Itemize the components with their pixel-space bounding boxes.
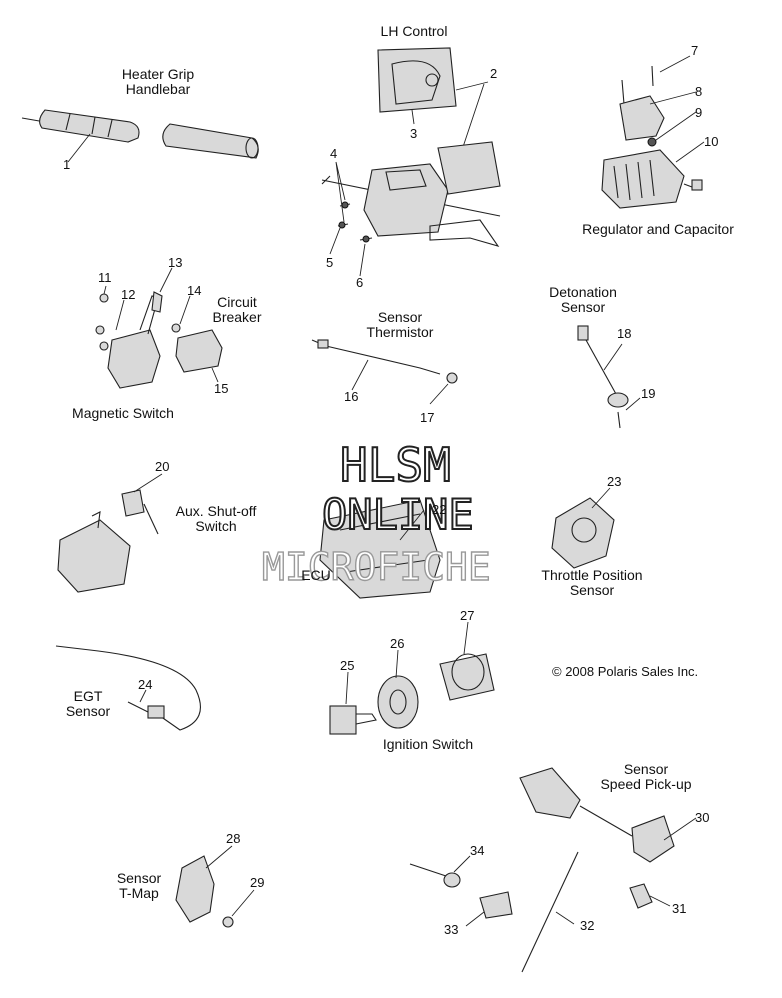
tmap-drawing xyxy=(175,845,255,928)
callout-11: 11 xyxy=(98,270,112,285)
heater-grip-drawing xyxy=(21,109,259,163)
label-regulator: Regulator and Capacitor xyxy=(582,221,734,237)
regulator-drawing xyxy=(601,55,705,209)
label-heater-grip: Heater Grip Handlebar xyxy=(121,66,195,97)
callout-24: 24 xyxy=(138,677,153,692)
callout-8: 8 xyxy=(695,84,703,99)
label-tmap-sensor: Sensor T-Map xyxy=(116,870,162,901)
callout-19: 19 xyxy=(641,386,656,401)
callout-33: 33 xyxy=(444,922,459,937)
label-magnetic-switch: Magnetic Switch xyxy=(72,405,174,421)
callout-9: 9 xyxy=(695,105,703,120)
label-ecu: ECU xyxy=(301,567,331,583)
label-ignition-switch: Ignition Switch xyxy=(382,736,474,752)
callout-31: 31 xyxy=(672,901,687,916)
callout-16: 16 xyxy=(344,389,359,404)
callout-7: 7 xyxy=(691,43,699,58)
callout-2: 2 xyxy=(490,66,498,81)
callout-18: 18 xyxy=(617,326,632,341)
callout-14: 14 xyxy=(187,283,202,298)
speed-pickup-drawing xyxy=(519,767,697,909)
callout-6: 6 xyxy=(356,275,364,290)
lh-control-drawing xyxy=(377,47,489,151)
ecu-drawing xyxy=(319,499,441,599)
callout-27: 27 xyxy=(460,608,475,623)
callout-26: 26 xyxy=(390,636,405,651)
callout-30: 30 xyxy=(695,810,710,825)
thermistor-drawing xyxy=(311,339,458,405)
callout-22: 22 xyxy=(432,502,447,517)
watermark-line-2: ONLINE xyxy=(321,490,475,539)
label-egt-sensor: EGT Sensor xyxy=(65,688,111,719)
callout-20: 20 xyxy=(155,459,170,474)
callout-23: 23 xyxy=(607,474,622,489)
label-speed-pickup: Sensor Speed Pick-up xyxy=(600,761,692,792)
watermark-line-1: HLSM xyxy=(339,438,452,492)
label-detonation-sensor: Detonation Sensor xyxy=(549,284,617,315)
callout-5: 5 xyxy=(326,255,334,270)
ignition-switch-drawing xyxy=(329,621,495,735)
callout-13: 13 xyxy=(168,255,183,270)
egt-sensor-drawing xyxy=(55,645,201,731)
copyright: © 2008 Polaris Sales Inc. xyxy=(552,664,699,679)
callout-10: 10 xyxy=(704,134,719,149)
magnetic-switch-drawing xyxy=(95,267,223,389)
callout-12: 12 xyxy=(121,287,136,302)
handlebar-housing-drawing xyxy=(321,141,501,277)
label-sensor-thermistor: Sensor Thermistor xyxy=(366,309,434,340)
label-circuit-breaker: Circuit Breaker xyxy=(212,294,262,325)
callout-17: 17 xyxy=(420,410,435,425)
misc-parts-drawing xyxy=(409,851,579,973)
callout-29: 29 xyxy=(250,875,265,890)
callout-15: 15 xyxy=(214,381,229,396)
watermark-line-3: MICROFICHE xyxy=(261,545,491,589)
callout-4: 4 xyxy=(330,146,338,161)
callout-34: 34 xyxy=(470,843,485,858)
label-lh-control: LH Control xyxy=(380,23,448,39)
detonation-sensor-drawing xyxy=(577,325,641,429)
label-throttle-position: Throttle Position Sensor xyxy=(541,567,643,598)
callout-25: 25 xyxy=(340,658,355,673)
aux-shutoff-drawing xyxy=(57,473,163,593)
callout-1: 1 xyxy=(63,157,71,172)
tps-drawing xyxy=(551,487,615,569)
callout-3: 3 xyxy=(410,126,418,141)
callout-28: 28 xyxy=(226,831,241,846)
label-aux-shutoff: Aux. Shut-off Switch xyxy=(175,503,257,534)
callout-32: 32 xyxy=(580,918,595,933)
